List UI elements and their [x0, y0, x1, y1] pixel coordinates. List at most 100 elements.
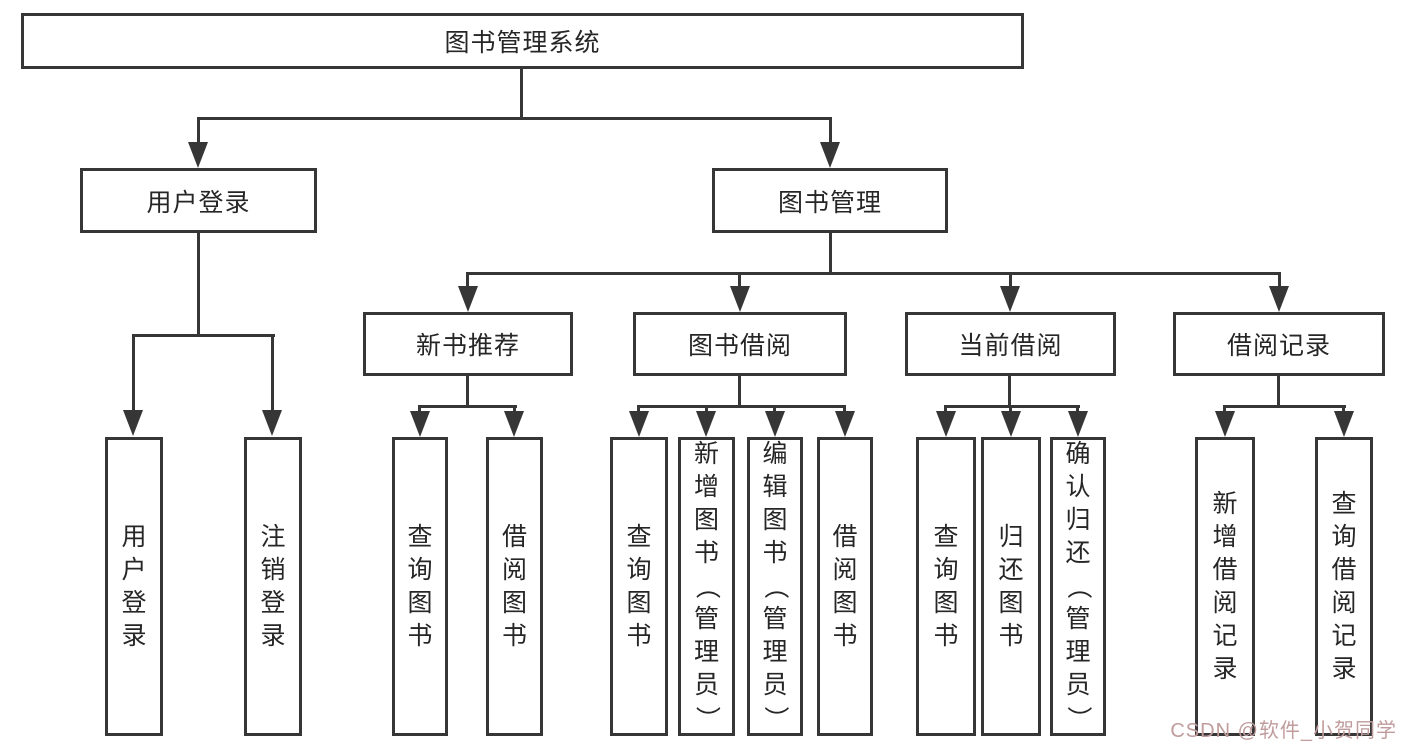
leaf-label-char: 注 — [260, 522, 286, 551]
leaf-label-char: 书 — [693, 539, 719, 567]
leaf-label-char: 新 — [1212, 489, 1238, 518]
node-label: 图书借阅 — [687, 332, 792, 360]
leaf-label-char: 确 — [1065, 440, 1091, 468]
connector-line — [513, 405, 516, 413]
node-book-borrow: 图书借阅 — [633, 312, 847, 376]
node-label: 借阅记录 — [1226, 332, 1331, 360]
connector-line — [637, 405, 846, 408]
node-borrow-records: 借阅记录 — [1173, 312, 1385, 376]
arrow-head-icon — [123, 410, 143, 436]
leaf-label-char: 询 — [1331, 522, 1357, 551]
leaf-label-char: 图 — [626, 588, 652, 617]
leaf-label-char: 登 — [121, 588, 147, 617]
connector-line — [637, 405, 640, 413]
connector-line — [1278, 272, 1281, 288]
leaf-label-char: 询 — [933, 555, 959, 584]
connector-line — [418, 405, 421, 413]
leaf-label-char: 图 — [933, 588, 959, 617]
arrow-head-icon — [936, 411, 956, 437]
leaf-add-borrow-record: 新增借阅记录 — [1195, 437, 1255, 736]
leaf-label-char: 录 — [121, 621, 147, 650]
leaf-label-char: 增 — [1212, 522, 1238, 551]
connector-line — [1009, 405, 1012, 413]
arrow-head-icon — [1068, 411, 1088, 437]
connector-line — [738, 272, 741, 288]
leaf-label-char: 新 — [693, 440, 719, 468]
node-label: 新书推荐 — [415, 332, 520, 360]
leaf-label-char: 图 — [407, 588, 433, 617]
leaf-label-char: 书 — [933, 621, 959, 650]
leaf-label-char: 管 — [762, 605, 788, 633]
connector-line — [418, 405, 517, 408]
leaf-label-char: 图 — [762, 506, 788, 534]
connector-line — [705, 405, 708, 413]
connector-line — [944, 405, 947, 413]
node-current-borrow: 当前借阅 — [905, 312, 1116, 376]
leaf-label-char: 增 — [693, 473, 719, 501]
arrow-head-icon — [262, 410, 282, 436]
connector-line — [1342, 405, 1345, 413]
leaf-label-char: 用 — [121, 522, 147, 551]
leaf-label-char: 书 — [501, 621, 527, 650]
arrow-head-icon — [504, 411, 524, 437]
leaf-edit-books-admin: 编辑图书（管理员） — [747, 437, 803, 736]
leaf-logout-login: 注销登录 — [244, 437, 302, 736]
node-label: 图书管理 — [777, 188, 882, 217]
connector-line — [829, 233, 832, 275]
leaf-label-char: 阅 — [1212, 588, 1238, 617]
connector-line — [271, 334, 274, 412]
leaf-label-char: 员 — [693, 671, 719, 699]
leaf-label-char: 录 — [260, 621, 286, 650]
leaf-label-char: 登 — [260, 588, 286, 617]
leaf-label-char: 书 — [832, 621, 858, 650]
leaf-label-char: 管 — [693, 605, 719, 633]
leaf-label-char: 书 — [998, 621, 1024, 650]
connector-line — [1008, 376, 1011, 408]
leaf-label-char: （ — [1064, 573, 1093, 599]
leaf-label-char: 查 — [1331, 489, 1357, 518]
leaf-label-char: 记 — [1212, 621, 1238, 650]
csdn-watermark: CSDN @软件_小贺同学 — [1170, 720, 1397, 742]
leaf-label-char: 图 — [832, 588, 858, 617]
leaf-label-char: 询 — [626, 555, 652, 584]
arrow-head-icon — [1269, 286, 1289, 312]
connector-line — [829, 117, 832, 146]
connector-line — [467, 272, 1281, 275]
leaf-user-login: 用户登录 — [105, 437, 163, 736]
node-new-book-recommend: 新书推荐 — [363, 312, 573, 376]
leaf-add-books-admin: 新增图书（管理员） — [678, 437, 735, 736]
leaf-label-char: 员 — [762, 671, 788, 699]
leaf-label-char: 理 — [1065, 638, 1091, 666]
leaf-label-char: （ — [761, 573, 790, 599]
leaf-label-char: 录 — [1331, 654, 1357, 683]
arrow-head-icon — [1001, 411, 1021, 437]
leaf-label-char: 归 — [998, 522, 1024, 551]
arrow-head-icon — [1215, 411, 1235, 437]
connector-line — [1009, 272, 1012, 288]
leaf-label-char: 借 — [501, 522, 527, 551]
leaf-label-char: 书 — [762, 539, 788, 567]
node-label: 图书管理系统 — [444, 29, 601, 57]
leaf-label-char: 图 — [693, 506, 719, 534]
connector-line — [1223, 405, 1226, 413]
arrow-head-icon — [835, 411, 855, 437]
connector-line — [1076, 405, 1079, 413]
leaf-label-char: 编 — [762, 440, 788, 468]
connector-line — [197, 117, 200, 146]
node-root: 图书管理系统 — [21, 13, 1024, 69]
arrow-head-icon — [1334, 411, 1354, 437]
leaf-label-char: 图 — [501, 588, 527, 617]
leaf-label-char: 销 — [260, 555, 286, 584]
arrow-head-icon — [188, 142, 208, 168]
connector-line — [132, 334, 135, 412]
leaf-query-books-current: 查询图书 — [916, 437, 976, 736]
node-book-management: 图书管理 — [712, 168, 948, 233]
connector-line — [197, 233, 200, 337]
arrow-head-icon — [730, 286, 750, 312]
leaf-label-char: 书 — [407, 621, 433, 650]
leaf-label-char: 借 — [1212, 555, 1238, 584]
leaf-label-char: 理 — [693, 638, 719, 666]
connector-line — [520, 68, 523, 120]
connector-line — [738, 376, 741, 408]
connector-line — [466, 376, 469, 408]
